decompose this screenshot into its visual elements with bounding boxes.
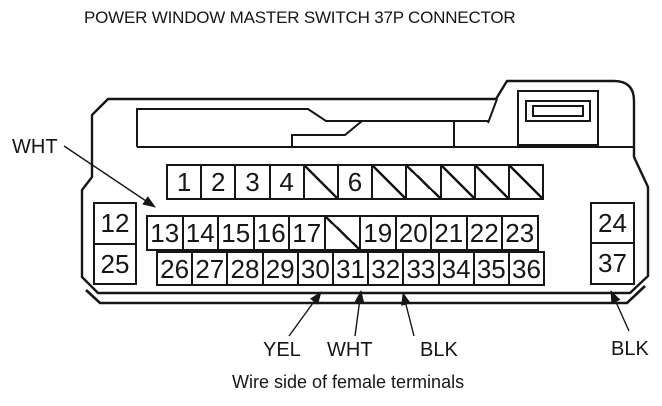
arrow-to-pin31 [354,290,365,337]
pin-32: 32 [367,251,405,286]
connector-bottom-shadow [85,285,646,305]
empty-slot [439,164,476,200]
wire-color-label-pin30: YEL [263,339,301,361]
pin-27: 27 [191,251,229,286]
pin-36: 36 [507,251,546,286]
pin-34: 34 [437,251,475,286]
arrow-to-pin32 [401,292,415,337]
pin-16: 16 [252,215,290,251]
caption: Wire side of female terminals [232,372,465,392]
empty-slot [507,164,545,200]
empty-slot [405,164,442,200]
pin-22: 22 [465,215,503,251]
arrow-to-pin13 [63,145,156,208]
pin-25: 25 [93,242,137,286]
wire-color-label-pin32: BLK [420,339,458,361]
wire-color-label-pin37: BLK [611,338,649,360]
empty-slot [302,164,339,200]
pin-3: 3 [234,164,271,200]
pin-19: 19 [359,215,397,251]
pin-30: 30 [296,251,334,286]
pin-14: 14 [181,215,219,251]
pin-28: 28 [226,251,264,286]
pin-35: 35 [472,251,510,286]
diagram-title: POWER WINDOW MASTER SWITCH 37P CONNECTOR [84,8,516,27]
pin-1: 1 [166,164,203,200]
pin-17: 17 [288,215,326,251]
empty-slot [473,164,510,200]
pin-15: 15 [217,215,255,251]
wire-color-label-pin13: WHT [12,136,58,158]
empty-slot [371,164,408,200]
pin-26: 26 [156,251,194,286]
pin-23: 23 [501,215,539,251]
pin-12: 12 [93,202,137,245]
pin-13: 13 [146,215,184,251]
pin-6: 6 [336,164,374,200]
pin-33: 33 [402,251,440,286]
arrow-to-pin37 [610,290,630,332]
arrow-to-pin30 [288,291,322,337]
pin-29: 29 [261,251,299,286]
pin-24: 24 [590,202,635,245]
pin-37: 37 [590,242,635,285]
wire-color-label-pin31: WHT [327,339,373,361]
pin-4: 4 [268,164,305,200]
latch-feature [517,90,599,146]
pin-21: 21 [430,215,468,251]
pin-20: 20 [394,215,432,251]
empty-slot [323,215,361,251]
key-channel [136,98,634,148]
pin-31: 31 [331,251,370,286]
pin-2: 2 [200,164,237,200]
